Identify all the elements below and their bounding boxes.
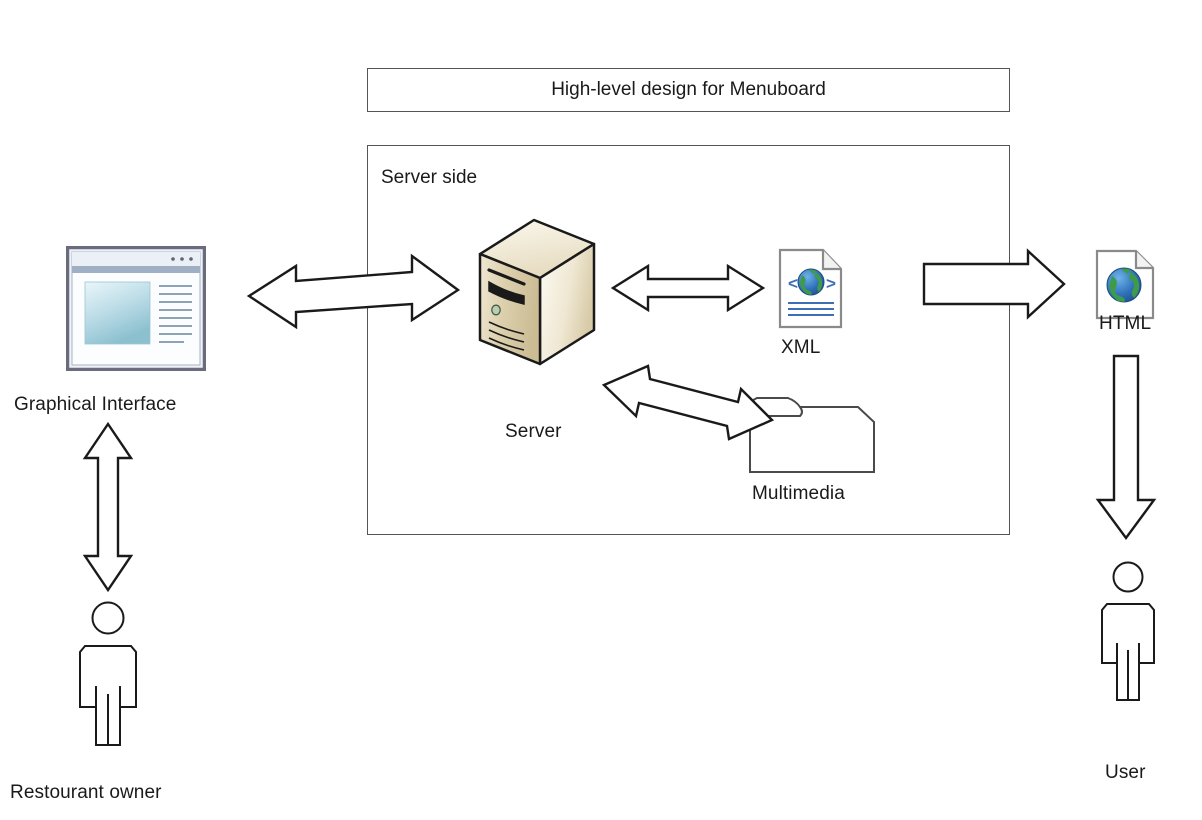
multimedia-label: Multimedia <box>752 483 845 504</box>
server-side-label: Server side <box>381 167 478 188</box>
restourant-owner-node[interactable] <box>58 600 158 755</box>
user-label: User <box>1105 762 1146 783</box>
server-node[interactable] <box>472 212 602 372</box>
html-node[interactable] <box>1094 249 1156 326</box>
connection-html-user <box>1095 354 1157 541</box>
html-label: HTML <box>1099 313 1152 334</box>
graphical-interface-label: Graphical Interface <box>14 394 177 415</box>
connection-owner-gui <box>82 421 134 593</box>
server-side-container <box>367 145 1010 535</box>
svg-text:<: < <box>788 274 798 293</box>
html-document-icon <box>1095 249 1155 320</box>
folder-icon <box>749 397 875 473</box>
window-ui-icon <box>65 245 207 372</box>
user-node[interactable] <box>1082 560 1174 710</box>
person-icon <box>79 601 137 746</box>
xml-document-icon: < > <box>778 248 843 329</box>
diagram-title-box: High-level design for Menuboard <box>367 68 1010 112</box>
server-label: Server <box>505 421 562 442</box>
graphical-interface-node[interactable] <box>65 245 207 376</box>
restourant-owner-label: Restourant owner <box>10 782 162 803</box>
multimedia-node[interactable] <box>748 392 876 479</box>
diagram-title: High-level design for Menuboard <box>551 79 826 100</box>
server-tower-icon <box>478 218 596 366</box>
xml-node[interactable]: < > <box>777 248 845 335</box>
xml-label: XML <box>781 337 821 358</box>
svg-text:>: > <box>826 274 836 293</box>
person-icon <box>1101 561 1155 701</box>
